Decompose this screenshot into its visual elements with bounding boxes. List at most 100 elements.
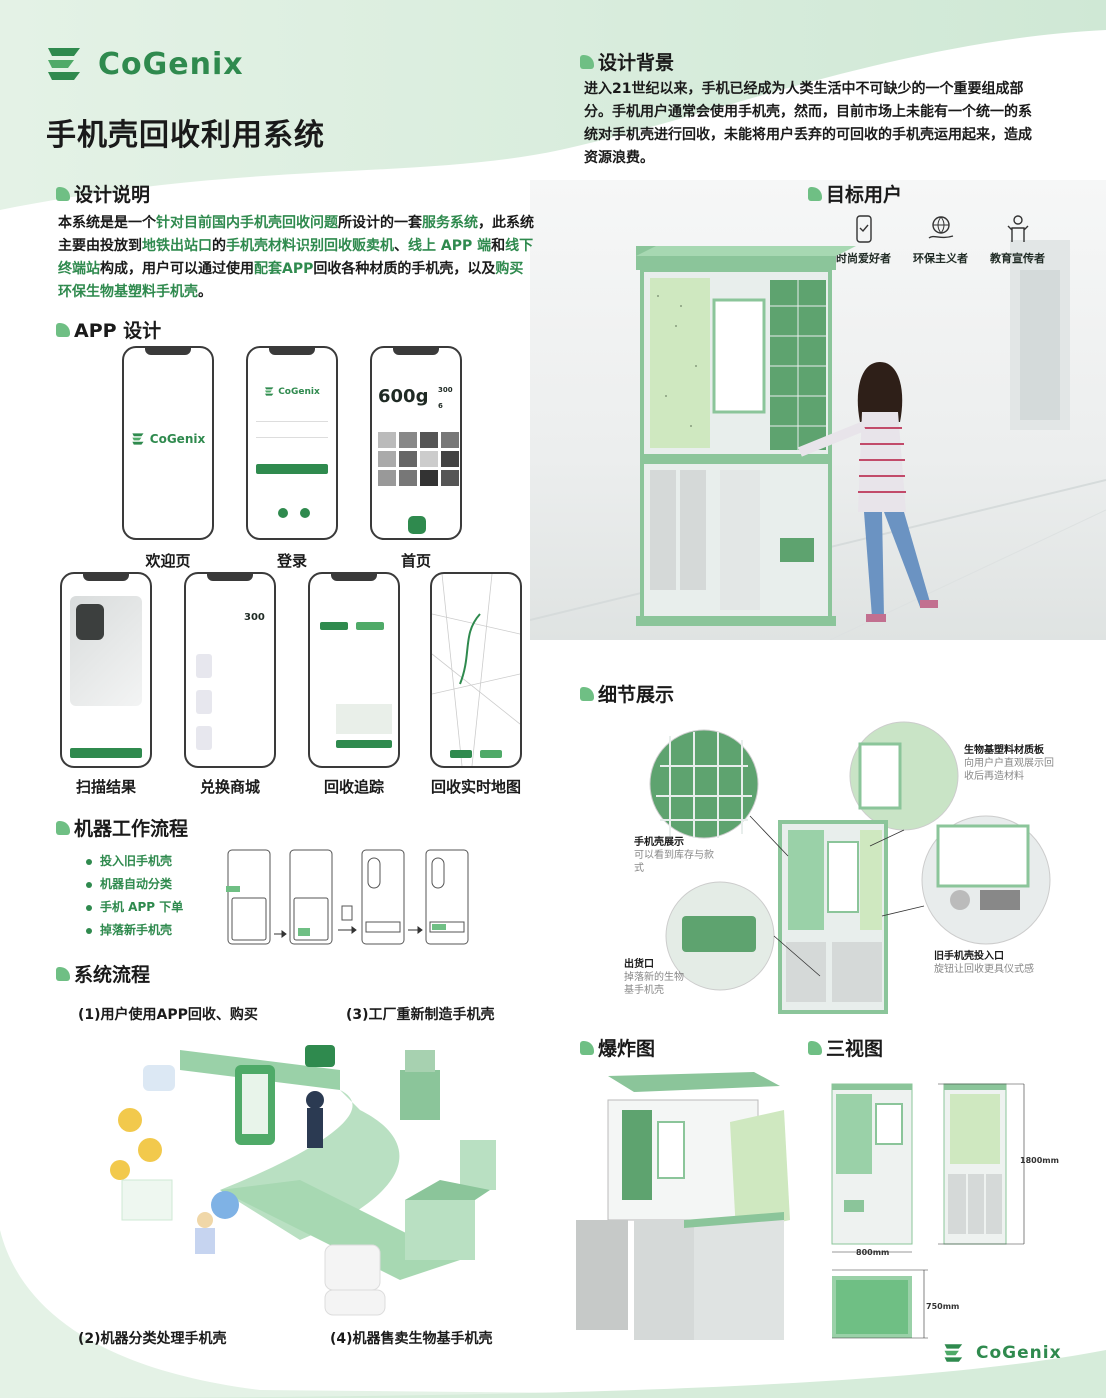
user-fashion: 时尚爱好者 <box>836 214 891 266</box>
highlight-text: 配套APP <box>254 261 314 277</box>
body-text: 和 <box>491 238 506 254</box>
home-weight: 600g <box>378 386 429 407</box>
caption-login: 登录 <box>276 552 307 570</box>
flow-caption-3: (3)工厂重新制造手机壳 <box>346 1007 495 1023</box>
flow-caption-4: (4)机器售卖生物基手机壳 <box>330 1331 493 1347</box>
caption-welcome: 欢迎页 <box>145 552 191 570</box>
girl-figure <box>798 362 938 622</box>
cogenix-logo-icon <box>48 48 80 80</box>
globe-hand-icon <box>928 216 953 239</box>
three-view-drawing <box>831 1083 1025 1339</box>
person-icon <box>1007 215 1028 242</box>
highlight-text: 购买环保生物基塑料手机壳 <box>58 261 524 300</box>
section-heading: 细节展示 <box>598 684 675 706</box>
body-text: 回收各种材质的手机壳，以及 <box>313 261 496 277</box>
caption-shop: 兑换商城 <box>199 778 260 796</box>
kiosk-render <box>636 246 856 626</box>
caption-home: 首页 <box>400 552 431 570</box>
user-educator: 教育宣传者 <box>990 214 1045 266</box>
body-text: 构成，用户可以通过使用 <box>100 261 254 277</box>
flow-caption-2: (2)机器分类处理手机壳 <box>78 1331 227 1347</box>
section-system-flow: 系统流程 <box>56 960 150 987</box>
body-text: 、 <box>394 238 408 254</box>
caption-scan: 扫描结果 <box>75 778 136 796</box>
list-item: 机器自动分类 <box>86 873 183 896</box>
home-points: 300 <box>438 386 453 394</box>
highlight-text: 地铁出站口 <box>142 238 212 254</box>
design-desc-text: 本系统是是一个针对目前国内手机壳回收问题所设计的一套服务系统，此系统主要由投放到… <box>58 212 536 304</box>
logo-wordmark: CoGenix <box>98 46 244 82</box>
callout-display: 手机壳展示 可以看到库存与款式 <box>634 837 714 874</box>
welcome-logo: CoGenix <box>124 432 212 446</box>
highlight-text: 线上 APP 端 <box>408 238 492 254</box>
list-item: 手机 APP 下单 <box>86 896 183 919</box>
section-three-view: 三视图 <box>808 1034 883 1061</box>
section-marker-icon <box>56 322 70 337</box>
section-explode: 爆炸图 <box>580 1034 655 1061</box>
section-heading: 机器工作流程 <box>74 818 189 840</box>
section-marker-icon <box>580 54 594 69</box>
callout-bioplastic: 生物基塑料材质板 向用户户直观展示回收后再造材料 <box>964 745 1054 782</box>
section-heading: 爆炸图 <box>598 1038 656 1060</box>
phone-shop: 300 <box>184 572 276 768</box>
cogenix-logo-icon <box>944 1344 963 1362</box>
target-users: 时尚爱好者 环保主义者 教育宣传者 <box>836 214 1045 266</box>
section-marker-icon <box>56 966 70 981</box>
section-design-desc: 设计说明 <box>56 180 150 207</box>
section-marker-icon <box>56 820 70 835</box>
logo-wordmark: CoGenix <box>976 1343 1062 1363</box>
section-details: 细节展示 <box>580 680 674 707</box>
phone-home: 600g 300 6 <box>370 346 462 540</box>
callout-inlet: 旧手机壳投入口 旋钮让回收更具仪式感 <box>934 951 1034 975</box>
callout-outlet: 出货口 掉落新的生物基手机壳 <box>624 959 684 996</box>
list-item: 掉落新手机壳 <box>86 919 183 942</box>
phone-map <box>430 572 522 768</box>
system-flow-illustration <box>110 1045 496 1316</box>
home-material-grid <box>378 432 459 486</box>
section-heading: 目标用户 <box>826 184 903 206</box>
body-text: 的 <box>212 238 226 254</box>
machine-flow-list: 投入旧手机壳 机器自动分类 手机 APP 下单 掉落新手机壳 <box>86 850 183 942</box>
flow-caption-1: (1)用户使用APP回收、购买 <box>78 1007 258 1023</box>
background-swoosh <box>0 0 1106 210</box>
list-item: 投入旧手机壳 <box>86 850 183 873</box>
dim-depth: 750mm <box>926 1302 960 1311</box>
bottom-swoosh <box>0 1230 1106 1398</box>
section-target: 目标用户 <box>808 180 902 207</box>
machine-flow-diagram <box>226 849 469 945</box>
details-diagram <box>649 721 1051 1014</box>
phone-scan-result <box>60 572 152 768</box>
page-title: 手机壳回收利用系统 <box>46 118 325 153</box>
caption-map: 回收实时地图 <box>430 778 521 796</box>
phone-welcome: CoGenix <box>122 346 214 540</box>
home-count: 6 <box>438 402 443 410</box>
section-marker-icon <box>56 186 70 201</box>
dim-height: 1800mm <box>1020 1156 1059 1165</box>
section-heading: 三视图 <box>826 1038 884 1060</box>
body-text: ，此系统主要由投放到 <box>58 215 534 254</box>
section-app: APP 设计 <box>56 316 161 343</box>
body-text: 所设计的一套 <box>338 215 422 231</box>
section-marker-icon <box>808 1040 822 1055</box>
highlight-text: 线下终端站 <box>58 238 534 277</box>
phone-check-icon <box>855 215 872 243</box>
body-text: 。 <box>198 284 212 300</box>
dim-width: 800mm <box>856 1248 890 1257</box>
highlight-text: 针对目前国内手机壳回收问题 <box>156 215 338 231</box>
shop-points: 300 <box>244 612 265 623</box>
section-marker-icon <box>808 186 822 201</box>
exploded-view <box>576 1072 790 1340</box>
highlight-text: 服务系统 <box>422 215 478 231</box>
background-text: 进入21世纪以来，手机已经成为人类生活中不可缺少的一个重要组成部分。手机用户通常… <box>584 81 1032 166</box>
footer-logo: CoGenix <box>942 1342 1062 1364</box>
section-heading: 系统流程 <box>74 964 151 986</box>
section-marker-icon <box>580 686 594 701</box>
section-machine-flow: 机器工作流程 <box>56 814 188 841</box>
hallway-lines <box>530 240 1106 640</box>
phone-login: CoGenix <box>246 346 338 540</box>
body-text: 本系统是是一个 <box>58 215 156 231</box>
highlight-text: 手机壳材料识别回收贩卖机 <box>226 238 394 254</box>
section-marker-icon <box>580 1040 594 1055</box>
caption-tracking: 回收追踪 <box>323 778 384 796</box>
